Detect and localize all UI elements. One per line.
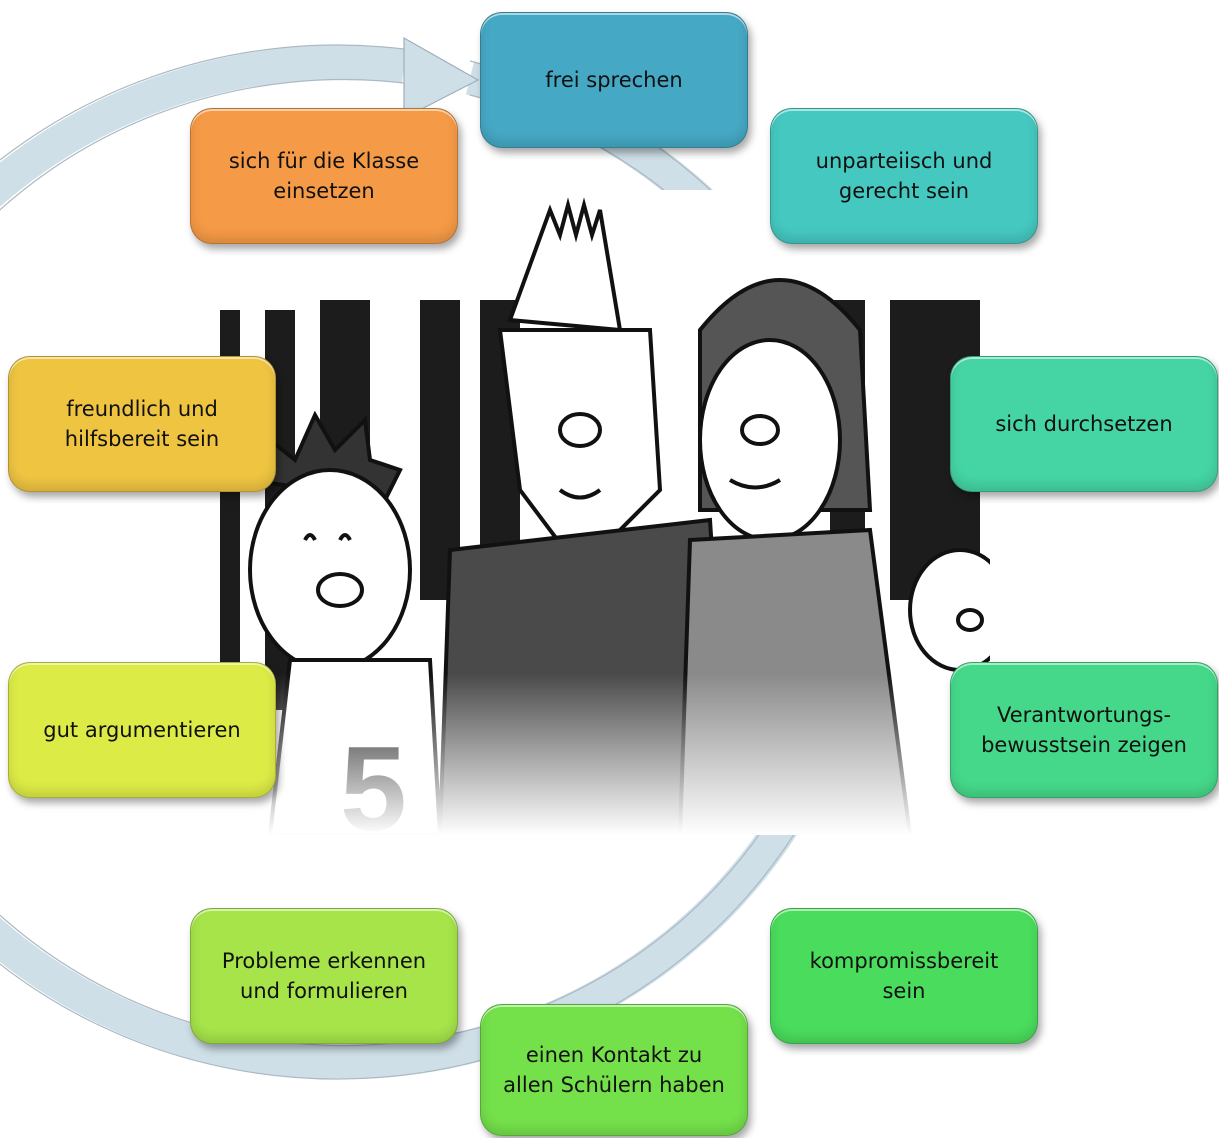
cycle-item-label: freundlich und hilfsbereit sein [64,397,220,451]
cycle-item-frei-sprechen: frei sprechen [480,12,748,148]
cycle-item-kontakt: einen Kontakt zu allen Schülern haben [480,1004,748,1136]
cycle-item-klasse: sich für die Klasse einsetzen [190,108,458,244]
cycle-item-label: unparteiisch und gerecht sein [815,149,993,203]
cycle-item-label: Verantwortungs- bewusstsein zeigen [981,703,1187,757]
cycle-item-label: frei sprechen [545,68,683,92]
cycle-item-durchsetzen: sich durchsetzen [950,356,1218,492]
cycle-item-unparteiisch: unparteiisch und gerecht sein [770,108,1038,244]
cycle-item-label: Probleme erkennen und formulieren [221,949,427,1003]
cycle-item-label: kompromissbereit sein [809,949,999,1003]
cycle-item-label: einen Kontakt zu allen Schülern haben [503,1043,725,1097]
cycle-item-verantwortung: Verantwortungs- bewusstsein zeigen [950,662,1218,798]
cycle-item-probleme: Probleme erkennen und formulieren [190,908,458,1044]
cycle-item-label: gut argumentieren [43,718,241,742]
cycle-item-label: sich für die Klasse einsetzen [228,149,420,203]
cycle-item-kompromissbereit: kompromissbereit sein [770,908,1038,1044]
children-illustration: 5 [190,190,990,835]
cycle-arrowhead-icon [403,36,480,119]
cycle-item-freundlich: freundlich und hilfsbereit sein [8,356,276,492]
cycle-item-argumentieren: gut argumentieren [8,662,276,798]
cycle-item-label: sich durchsetzen [995,412,1173,436]
